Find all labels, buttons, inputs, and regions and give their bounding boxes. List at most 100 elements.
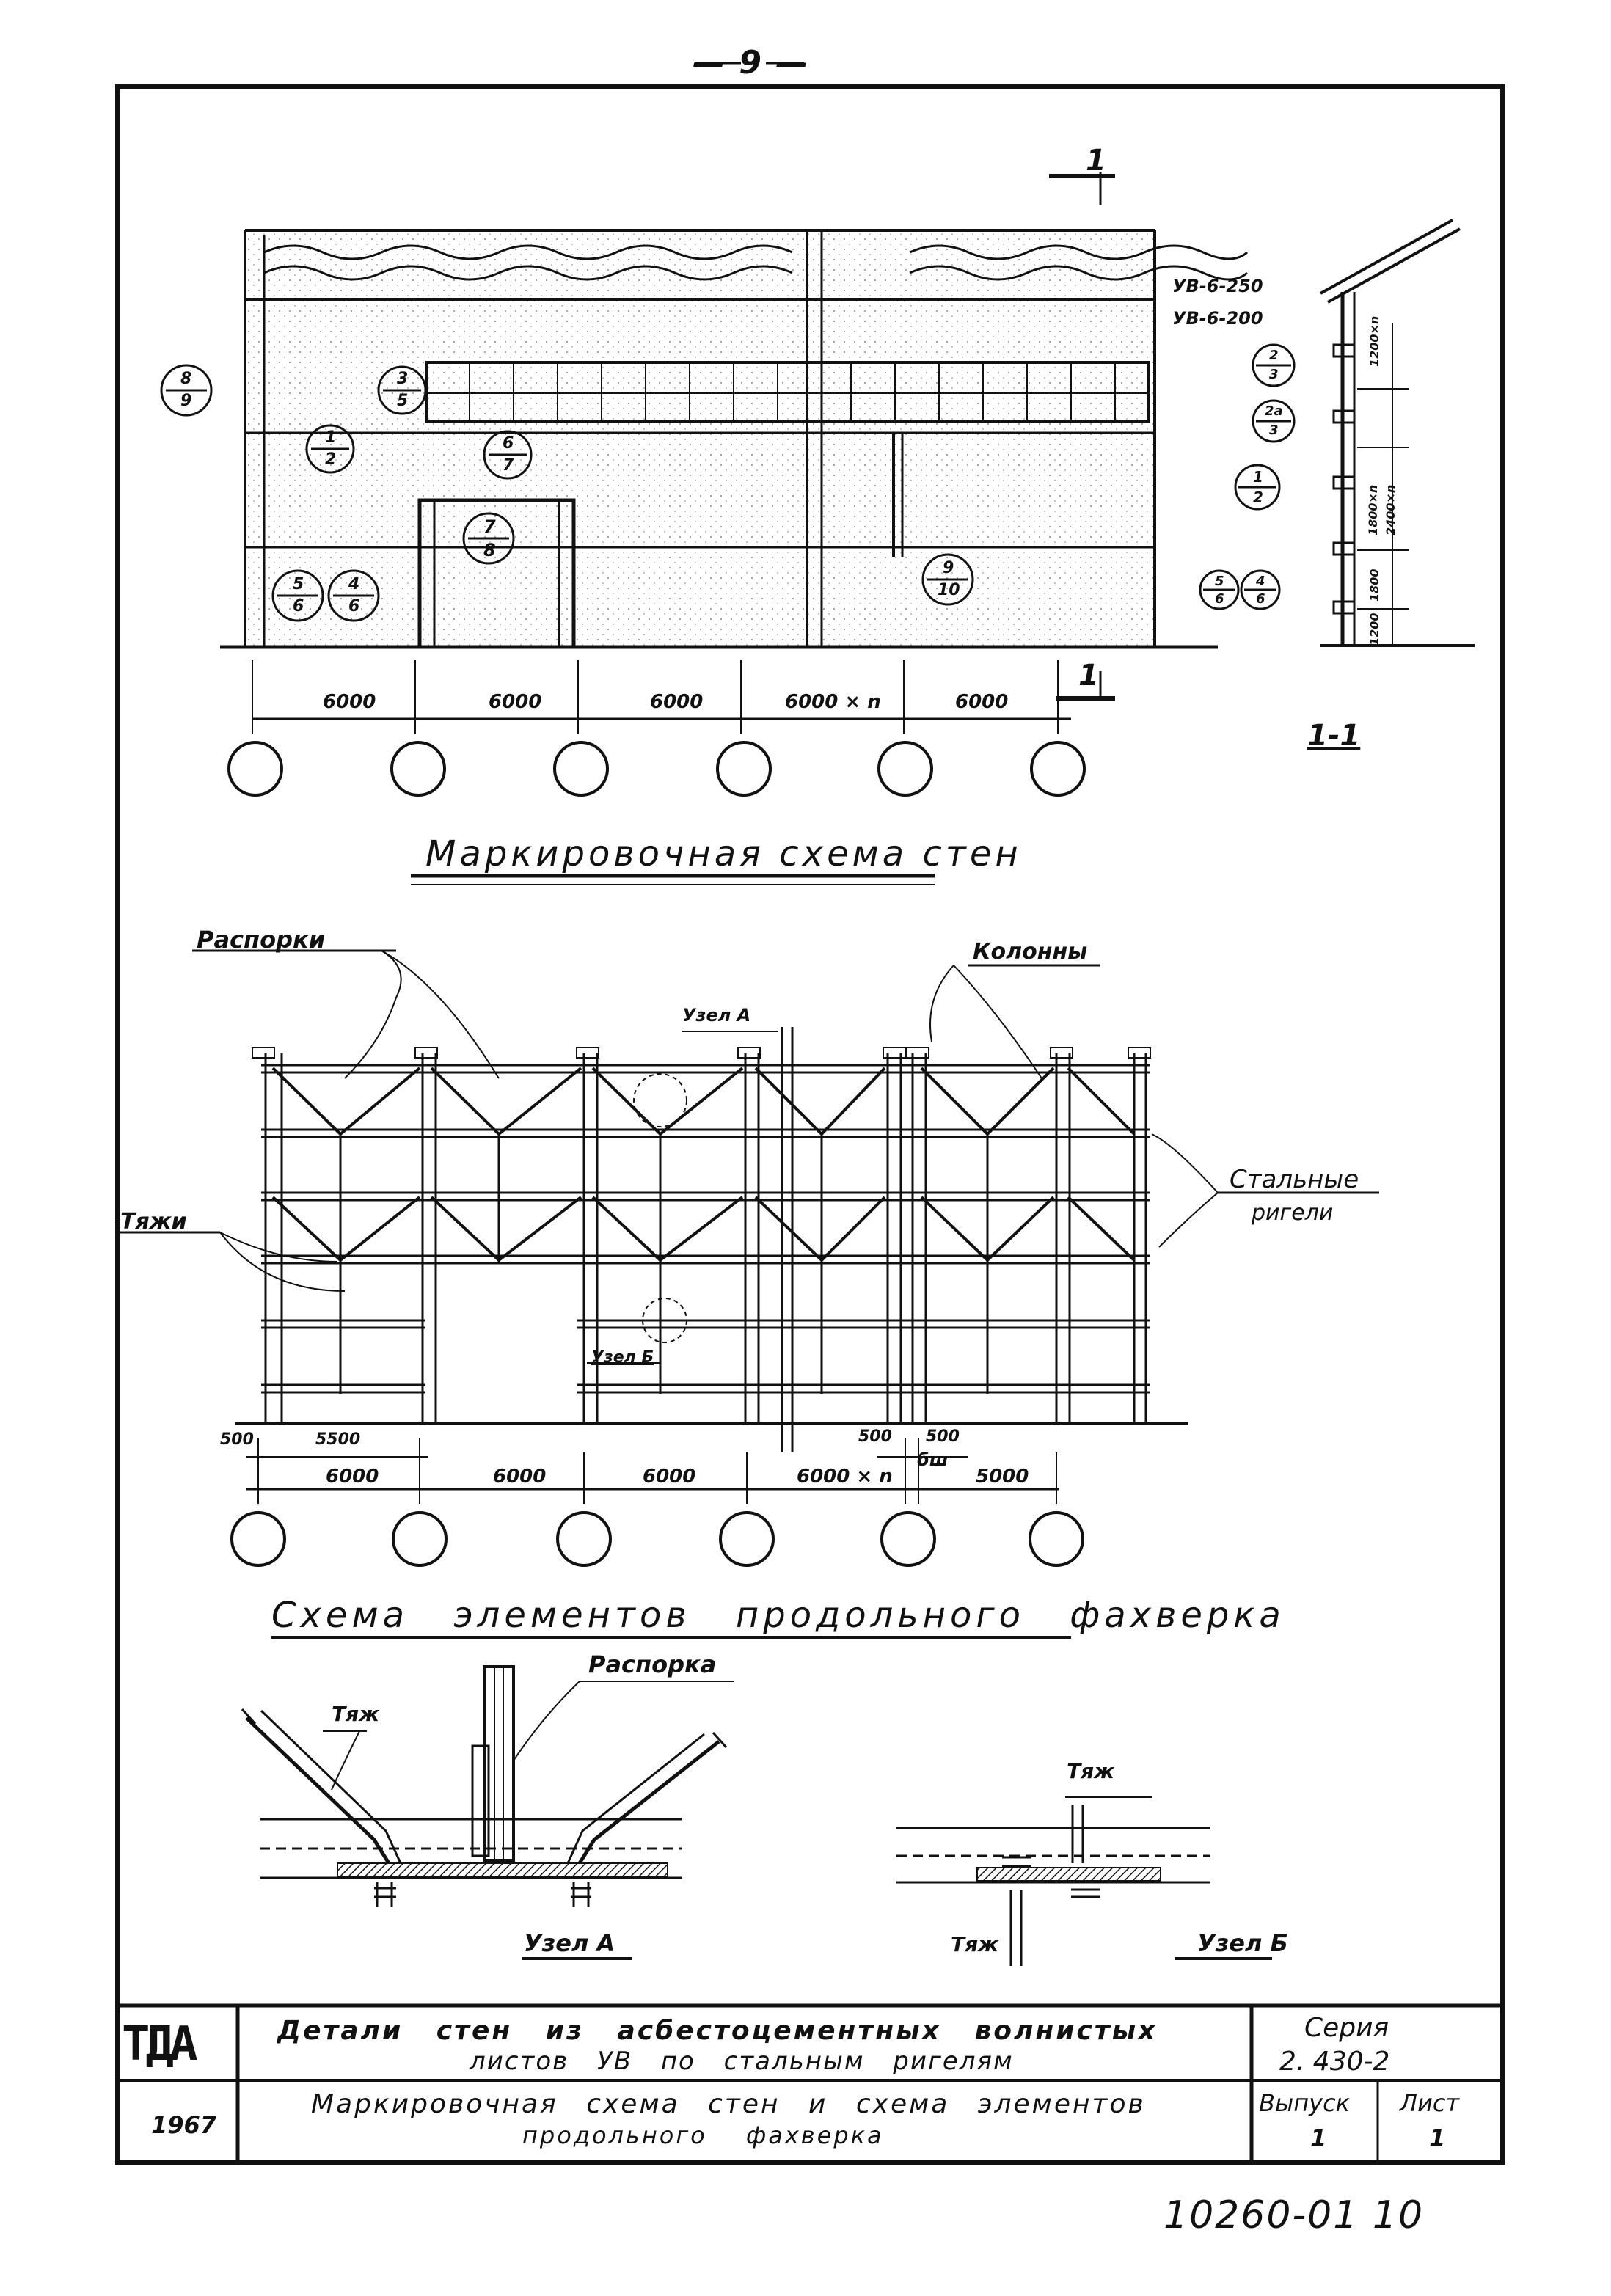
node-b-title: Узел Б (1197, 1929, 1288, 1957)
mark-bottom: 6 (1215, 591, 1224, 607)
mark-top: 7 (483, 516, 496, 537)
subject-line-1: Детали стен из асбестоцементных волнисты… (277, 2016, 1158, 2046)
section-dim: 1800 (1367, 568, 1381, 602)
node-a-detail-drawing (241, 1665, 734, 1960)
org-stamp: ТДА (122, 2017, 198, 2072)
sheet-title-line-2: продольного фахверка (522, 2121, 884, 2149)
section-mark-top: 1 (1086, 144, 1106, 178)
framework-dim: 5000 (976, 1466, 1029, 1488)
axis-circle (230, 1511, 286, 1567)
page-number: — 9 — (693, 44, 810, 81)
mark-bottom: 3 (1269, 367, 1279, 382)
panel-label: УВ-6-250 (1172, 276, 1263, 296)
mark-top: 4 (348, 575, 360, 593)
label-node-a: Узел А (682, 1005, 751, 1025)
label-steel-girts-2: ригели (1252, 1200, 1334, 1226)
series-label: Серия (1304, 2013, 1389, 2043)
mark-circle (483, 430, 533, 480)
axis-circle (716, 741, 772, 797)
mark-top: 9 (943, 559, 954, 577)
wall-scheme-title: Маркировочная схема стен (425, 833, 1022, 874)
mark-circle (462, 512, 515, 565)
document-number: 10260-01 10 (1164, 2193, 1425, 2237)
framework-bsh: бш (917, 1449, 949, 1470)
mark-bottom: 7 (503, 456, 514, 475)
section-dim: 1200 (1367, 613, 1381, 646)
wall-dim: 6000 (955, 691, 1009, 713)
label-columns: Колонны (973, 939, 1088, 965)
section-dim: 1200×n (1367, 315, 1381, 367)
framework-axis-circles (230, 1511, 1084, 1567)
panel-label: УВ-6-200 (1172, 308, 1263, 329)
framework-dim-top: 500 (926, 1427, 960, 1446)
mark-top: 5 (293, 575, 304, 593)
mark-circle (1234, 464, 1281, 511)
issue-label: Выпуск (1259, 2089, 1350, 2117)
mark-circle (327, 569, 380, 622)
frame-border (115, 84, 1505, 2165)
axis-circle (556, 1511, 612, 1567)
title-block (117, 2003, 1502, 2162)
mark-top: 8 (180, 370, 192, 388)
wall-axis-circles (227, 741, 1086, 797)
axis-circle (880, 1511, 936, 1567)
axis-circle (1030, 741, 1086, 797)
label-struts: Распорки (197, 926, 326, 954)
axis-circle (719, 1511, 775, 1567)
mark-top: 2a (1265, 403, 1283, 419)
mark-top: 4 (1256, 574, 1265, 589)
mark-circle (160, 364, 213, 417)
framework-drawing (120, 949, 1379, 1452)
framework-dimension-line (246, 1438, 1059, 1504)
framework-dim: 6000 × n (797, 1466, 893, 1488)
mark-bottom: 8 (483, 540, 496, 560)
mark-top: 2 (1269, 348, 1279, 363)
mark-bottom: 2 (1253, 489, 1263, 506)
mark-bottom: 6 (348, 597, 360, 615)
framework-dim: 6000 (326, 1466, 379, 1488)
wall-mark-circles (160, 343, 1296, 622)
axis-circle (877, 741, 933, 797)
framework-dim: 6000 (643, 1466, 696, 1488)
section-dim: 2400×n (1384, 484, 1398, 535)
mark-circle (1252, 343, 1296, 387)
mark-bottom: 5 (397, 392, 409, 410)
mark-circle (921, 553, 974, 606)
mark-top: 1 (1253, 468, 1263, 486)
mark-bottom: 3 (1269, 423, 1279, 438)
node-a-strut-label: Распорка (588, 1650, 717, 1678)
sheet-value: 1 (1429, 2124, 1446, 2152)
mark-circle (377, 365, 427, 415)
mark-circle (305, 424, 355, 474)
wall-dim: 6000 (323, 691, 376, 713)
mark-circle (1199, 569, 1240, 610)
section-dim: 1800×n (1366, 484, 1380, 535)
label-ties: Тяжи (120, 1209, 187, 1235)
mark-circle (1252, 399, 1296, 443)
node-b-tie-top: Тяж (1067, 1759, 1114, 1783)
mark-circle (1240, 569, 1281, 610)
section-1-1-drawing (1320, 219, 1475, 647)
mark-top: 3 (397, 370, 409, 388)
axis-circle (553, 741, 609, 797)
framework-dim: 6000 (493, 1466, 547, 1488)
section-label: 1-1 (1307, 719, 1361, 753)
wall-dimension-line (252, 172, 1115, 734)
node-b-detail-drawing (896, 1796, 1272, 1966)
wall-dim: 6000 (489, 691, 542, 713)
wall-elevation (220, 229, 1249, 649)
axis-circle (390, 741, 446, 797)
axis-circle (1029, 1511, 1084, 1567)
label-node-b: Узел Б (591, 1348, 654, 1367)
mark-bottom: 2 (325, 450, 337, 469)
issue-value: 1 (1310, 2124, 1327, 2152)
mark-bottom: 6 (1256, 591, 1265, 607)
framework-scheme-title: Схема элементов продольного фахверка (271, 1595, 1285, 1636)
mark-top: 5 (1215, 574, 1224, 589)
node-a-tie-label: Тяж (332, 1702, 379, 1726)
label-steel-girts: Стальные (1230, 1165, 1359, 1194)
year: 1967 (151, 2111, 217, 2139)
sheet-title-line-1: Маркировочная схема стен и схема элемент… (311, 2089, 1146, 2119)
axis-circle (227, 741, 283, 797)
